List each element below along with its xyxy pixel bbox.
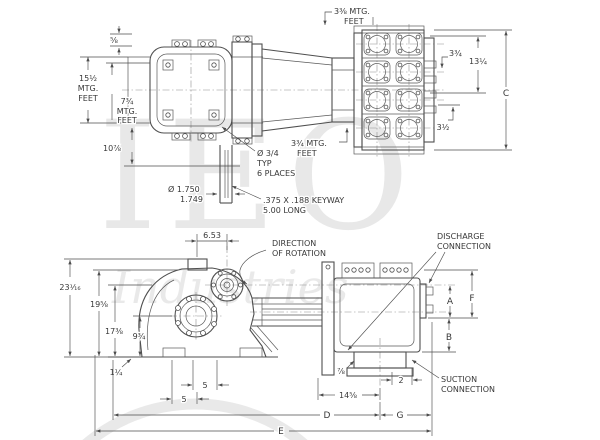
dim-mtg-feet-top-offset: 3⅜ MTG. xyxy=(334,7,370,16)
dim-length-g: G xyxy=(397,411,404,421)
watermark-ring xyxy=(82,398,308,440)
plan-view-dimensions: 3⅜ MTG. FEET ⅝ 15½ MTG. FEET 7¾ MTG. FEE… xyxy=(76,6,512,216)
dim-mtg-feet-inner-3: FEET xyxy=(117,116,137,125)
dim-shaft-diameter: Ø 1.750 xyxy=(168,184,200,194)
dim-suction-flange-offset: ⅞ xyxy=(337,367,345,376)
label-suction: SUCTION xyxy=(441,375,477,384)
note-mounting-hole-2: TYP xyxy=(256,159,272,168)
dim-foot-spacing-front: 5 xyxy=(181,395,186,404)
dim-valve-offset: 3¾ xyxy=(449,49,462,58)
dim-overall-width: C xyxy=(503,89,509,99)
note-keyway: .375 X .188 KEYWAY xyxy=(263,196,344,205)
dim-a: A xyxy=(447,297,454,307)
dim-mtg-feet-side-offset: 3¾ MTG. xyxy=(291,139,327,148)
side-view-dimensions: 6.53 DIRECTION OF ROTATION DISCHARGE CON… xyxy=(58,230,496,439)
dim-mtg-feet-span-3: FEET xyxy=(78,94,98,103)
dim-pulley-offset: 6.53 xyxy=(203,231,221,240)
dim-b: B xyxy=(446,333,452,343)
dim-mtg-feet-top-offset-2: FEET xyxy=(344,17,364,26)
dim-flange-step: ⅝ xyxy=(110,36,118,45)
side-view-drawing xyxy=(108,246,455,388)
dim-foot-to-suction: 14⅝ xyxy=(339,391,357,400)
dim-mtg-feet-span: 15½ xyxy=(79,74,97,83)
dim-overall-height: 23¹⁄₁₆ xyxy=(59,283,80,292)
dim-base-to-shaft: 10⅞ xyxy=(103,144,121,153)
watermark: IEO Industries xyxy=(82,90,410,440)
dim-height-to-crank: 17⅜ xyxy=(105,327,123,336)
label-discharge: DISCHARGE xyxy=(437,232,484,241)
dim-mtg-feet-inner-2: MTG. xyxy=(117,107,138,116)
dim-discharge-offset: 2 xyxy=(398,376,403,385)
dim-foot-spacing-rear: 5 xyxy=(202,381,207,390)
dim-valve-lower-offset: 3½ xyxy=(437,123,450,132)
dim-mtg-feet-inner: 7¾ xyxy=(121,97,134,106)
note-rotation-2: OF ROTATION xyxy=(272,249,326,258)
note-mounting-hole-3: 6 PLACES xyxy=(257,169,295,178)
dim-mtg-feet-span-2: MTG. xyxy=(78,84,99,93)
note-mounting-hole: Ø 3/4 xyxy=(257,148,279,158)
dim-f: F xyxy=(469,294,474,304)
dim-height-to-top: 19⅝ xyxy=(90,300,108,309)
label-suction-2: CONNECTION xyxy=(441,385,495,394)
dim-valve-span: 13¼ xyxy=(469,57,487,66)
dim-length-d: D xyxy=(324,411,331,421)
label-discharge-2: CONNECTION xyxy=(437,242,491,251)
dim-overall-length: E xyxy=(278,427,284,437)
note-rotation: DIRECTION xyxy=(272,239,316,248)
dim-mtg-feet-side-offset-2: FEET xyxy=(297,149,317,158)
watermark-subtitle: Industries xyxy=(111,260,349,314)
note-keyway-2: 5.00 LONG xyxy=(263,206,306,215)
plan-view-drawing xyxy=(122,24,446,204)
dim-foot-pad-height: 1¼ xyxy=(110,368,123,377)
dim-height-to-flange: 9¾ xyxy=(133,332,146,341)
dim-shaft-diameter-2: 1.749 xyxy=(180,195,203,204)
